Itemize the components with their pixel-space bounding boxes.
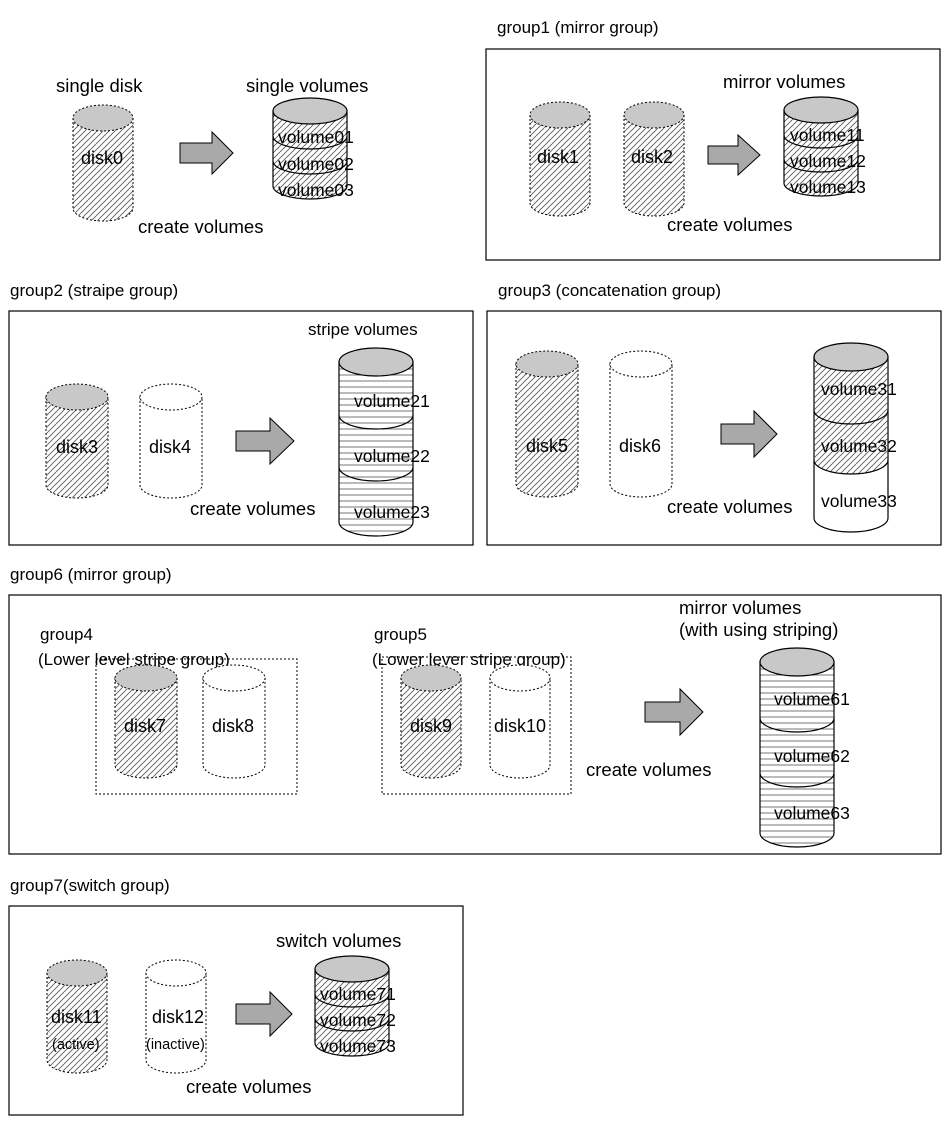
volume02-label: volume02	[278, 154, 354, 174]
disk12-state: (inactive)	[146, 1037, 205, 1053]
group2-volumes-title: stripe volumes	[308, 320, 418, 339]
single-volumes-title: single volumes	[246, 75, 368, 96]
disk7-cylinder: disk7	[114, 664, 178, 779]
disk2-label: disk2	[631, 147, 673, 167]
volume01-label: volume01	[278, 127, 354, 147]
disk10-cylinder: disk10	[489, 664, 551, 779]
disk0-cylinder: disk0	[72, 104, 134, 222]
volume11-label: volume11	[790, 125, 865, 145]
group5-subtitle: (Lower lever stripe group)	[372, 650, 566, 669]
stripe-volumes-stack: volume21 volume22 volume23	[338, 347, 430, 537]
arrow-single	[179, 130, 234, 176]
striped-mirror-volumes-stack: volume61 volume62 volume63	[759, 647, 850, 848]
volume61-label: volume61	[774, 689, 850, 709]
disk12-label: disk12	[152, 1007, 204, 1027]
disk11-label: disk11	[51, 1007, 102, 1027]
volume21-label: volume21	[354, 391, 430, 411]
disk5-label: disk5	[526, 436, 568, 456]
group7-create-volumes: create volumes	[186, 1076, 311, 1097]
group2-title: group2 (straipe group)	[10, 281, 178, 300]
volume72-label: volume72	[320, 1010, 396, 1030]
single-volumes-stack: volume01 volume02 volume03	[272, 97, 354, 200]
disk6-label: disk6	[619, 436, 661, 456]
group6-frame	[8, 594, 942, 855]
disk9-label: disk9	[410, 716, 452, 736]
group3-frame	[486, 310, 942, 546]
group6-create-volumes: create volumes	[586, 759, 711, 780]
group3-create-volumes: create volumes	[667, 496, 792, 517]
arrow-group7	[235, 990, 293, 1038]
group1-volumes-title: mirror volumes	[723, 71, 845, 92]
group6-title: group6 (mirror group)	[10, 565, 172, 584]
group1-title: group1 (mirror group)	[497, 18, 659, 37]
group1-create-volumes: create volumes	[667, 214, 792, 235]
disk1-label: disk1	[537, 147, 579, 167]
volume32-label: volume32	[821, 436, 897, 456]
disk2-cylinder: disk2	[623, 101, 685, 217]
disk3-cylinder: disk3	[45, 383, 109, 499]
group7-title: group7(switch group)	[10, 876, 170, 895]
disk3-label: disk3	[56, 437, 98, 457]
volume22-label: volume22	[354, 446, 430, 466]
group4-title: group4	[40, 625, 93, 644]
group7-volumes-title: switch volumes	[276, 930, 401, 951]
top-create-volumes: create volumes	[138, 216, 263, 237]
disk10-label: disk10	[494, 716, 546, 736]
group2-frame	[8, 310, 474, 546]
group7-frame	[8, 905, 464, 1116]
volume62-label: volume62	[774, 746, 850, 766]
disk5-cylinder: disk5	[515, 350, 579, 498]
volume23-label: volume23	[354, 502, 430, 522]
single-disk-title: single disk	[56, 75, 143, 96]
arrow-group1	[707, 133, 761, 177]
group5-frame	[381, 656, 572, 795]
group5-title: group5	[374, 625, 427, 644]
disk9-cylinder: disk9	[400, 664, 462, 779]
disk7-label: disk7	[124, 716, 166, 736]
mirror-volumes-stack: volume11 volume12 volume13	[783, 96, 866, 197]
group3-title: group3 (concatenation group)	[498, 281, 721, 300]
disk4-cylinder: disk4	[139, 383, 203, 499]
disk4-label: disk4	[149, 437, 191, 457]
volume13-label: volume13	[790, 177, 866, 197]
disk11-cylinder: disk11 (active)	[46, 959, 108, 1074]
arrow-group6	[644, 687, 704, 737]
group4-frame	[95, 658, 298, 795]
group6-volumes-title-line1: mirror volumes	[679, 597, 801, 618]
disk8-label: disk8	[212, 716, 254, 736]
disk0-label: disk0	[81, 148, 123, 168]
volume33-label: volume33	[821, 491, 897, 511]
disk6-cylinder: disk6	[609, 350, 673, 498]
volume71-label: volume71	[320, 984, 396, 1004]
disk1-cylinder: disk1	[529, 101, 591, 217]
volume12-label: volume12	[790, 151, 866, 171]
volume31-label: volume31	[821, 379, 897, 399]
volume63-label: volume63	[774, 803, 850, 823]
arrow-group2	[235, 416, 295, 466]
group6-volumes-title-line2: (with using striping)	[679, 619, 838, 640]
disk8-cylinder: disk8	[202, 664, 266, 779]
volume73-label: volume73	[320, 1036, 396, 1056]
concat-volumes-stack: volume31 volume32 volume33	[813, 342, 897, 533]
switch-volumes-stack: volume71 volume72 volume73	[314, 955, 396, 1057]
volume03-label: volume03	[278, 180, 354, 200]
group2-create-volumes: create volumes	[190, 498, 315, 519]
disk11-state: (active)	[52, 1037, 100, 1053]
disk12-cylinder: disk12 (inactive)	[145, 959, 207, 1074]
arrow-group3	[720, 409, 778, 459]
group1-frame	[485, 48, 941, 261]
